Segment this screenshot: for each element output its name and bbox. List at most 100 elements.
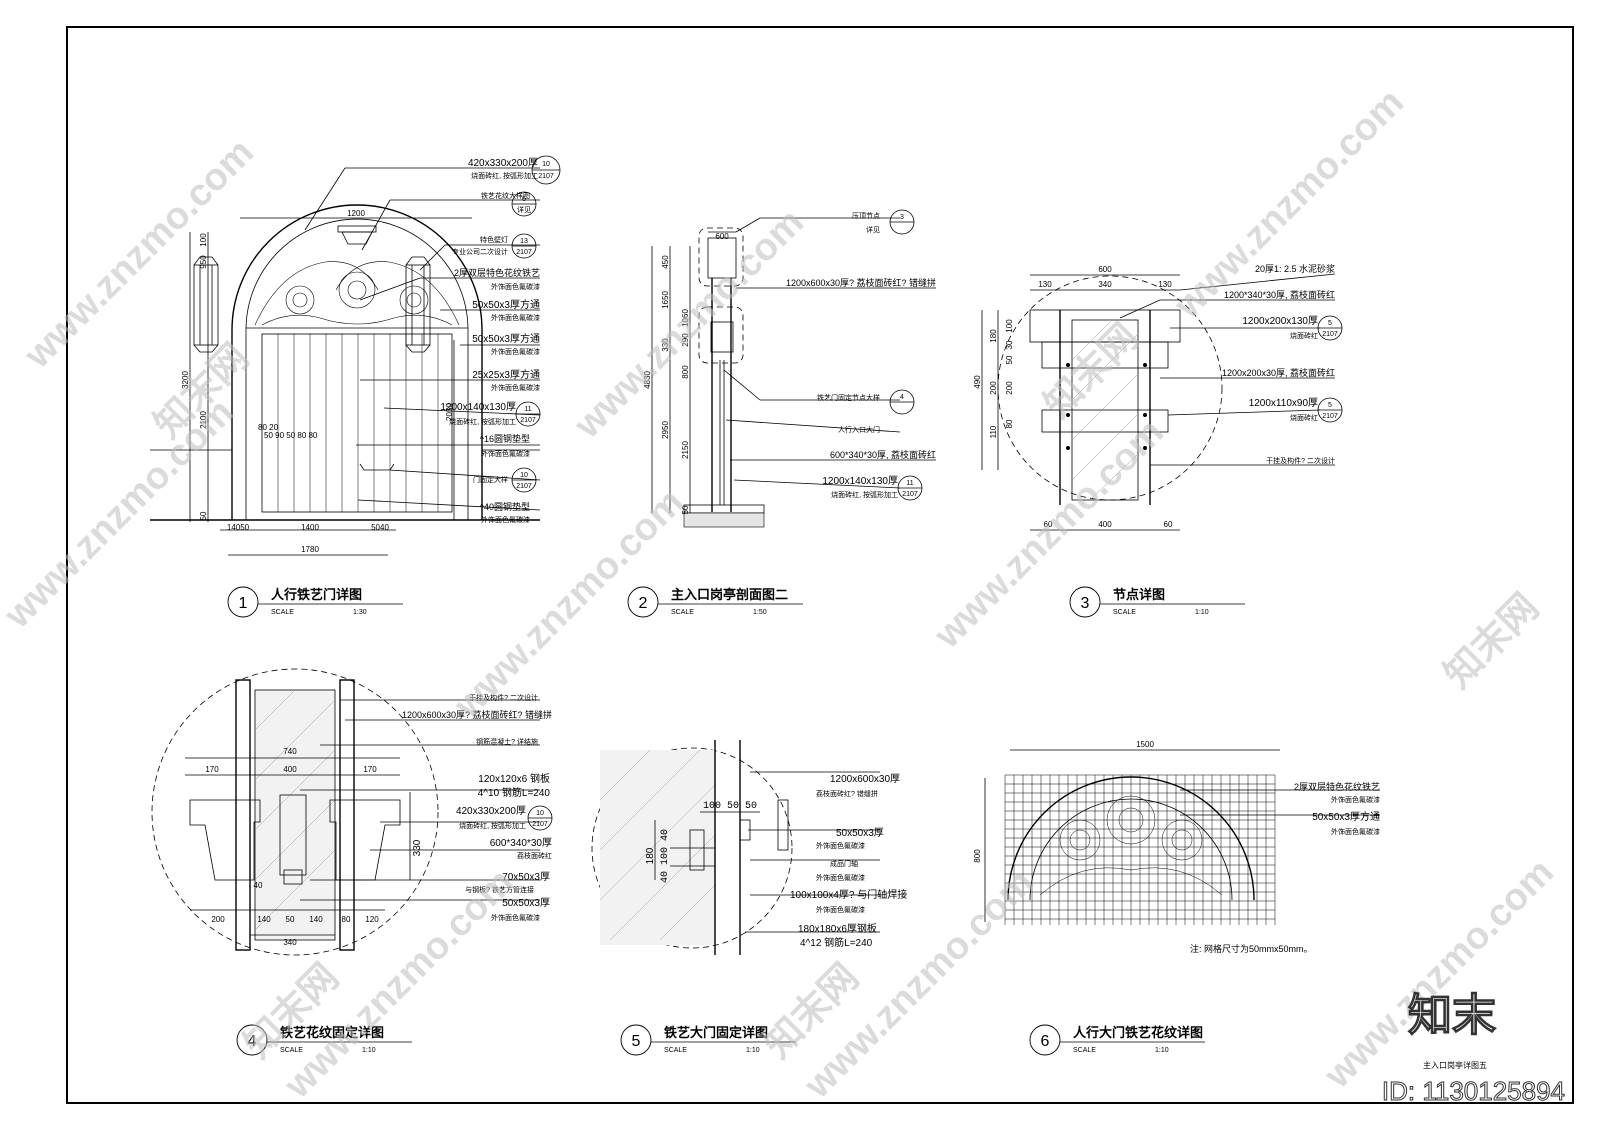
svg-text:4: 4 — [900, 394, 904, 401]
svg-text:知末网: 知末网 — [1437, 586, 1547, 696]
d1-dim-small: 5040 — [371, 523, 389, 532]
scale-value: 1:10 — [362, 1047, 376, 1054]
svg-text:2950: 2950 — [661, 421, 670, 439]
svg-text:13: 13 — [520, 238, 528, 245]
ornament-pattern — [254, 261, 460, 326]
svg-text:330: 330 — [661, 338, 670, 352]
wall-lamp-left — [193, 256, 219, 353]
svg-text:330: 330 — [412, 839, 423, 856]
scale-value: 1:10 — [1155, 1047, 1169, 1054]
scale-label: SCALE — [1073, 1047, 1096, 1054]
svg-text:40 100 40: 40 100 40 — [660, 829, 671, 883]
svg-text:200: 200 — [211, 915, 225, 924]
svg-text:400: 400 — [1098, 520, 1112, 529]
svg-text:2107: 2107 — [520, 417, 536, 424]
svg-text:200: 200 — [989, 381, 998, 395]
svg-text:100: 100 — [1005, 319, 1014, 333]
svg-text:600*340*30厚, 荔枝面砖红: 600*340*30厚, 荔枝面砖红 — [830, 449, 936, 460]
svg-text:600*340*30厚: 600*340*30厚 — [490, 837, 552, 849]
detail-4-fixing: 740 170 400 170 330 40 200 140 50 140 80… — [151, 668, 540, 956]
svg-text:外饰面色氟碳漆: 外饰面色氟碳漆 — [1331, 795, 1380, 804]
detail-number: 1 — [239, 595, 248, 612]
svg-text:2厚双层特色花纹铁艺: 2厚双层特色花纹铁艺 — [1294, 781, 1380, 792]
svg-text:40: 40 — [254, 881, 263, 890]
svg-text:10: 10 — [520, 472, 528, 479]
svg-text:11: 11 — [524, 406, 531, 413]
svg-text:烧面砖红, 按弧形加工: 烧面砖红, 按弧形加工 — [831, 490, 898, 499]
detail-title: 铁艺大门固定详图 — [663, 1025, 768, 1040]
svg-text:压顶节点: 压顶节点 — [852, 212, 880, 220]
svg-text:1200x600x30厚: 1200x600x30厚 — [830, 773, 900, 785]
svg-text:140: 140 — [309, 915, 323, 924]
svg-text:10: 10 — [536, 810, 544, 817]
svg-text:800: 800 — [681, 365, 690, 379]
svg-text:170: 170 — [363, 765, 377, 774]
d1-dim-50: 50 — [199, 511, 208, 520]
detail-title: 人行铁艺门详图 — [271, 587, 362, 602]
svg-text:4^10 钢筋L=240: 4^10 钢筋L=240 — [478, 786, 551, 799]
d5-notes: 1200x600x30厚 荔枝面砖红? 错缝拼 50x50x3厚 外饰面色氟碳漆… — [790, 773, 907, 949]
svg-text:420x330x200厚: 420x330x200厚 — [468, 157, 538, 169]
svg-text:^16圆钢垫型: ^16圆钢垫型 — [480, 433, 530, 444]
svg-text:门固定大样: 门固定大样 — [473, 475, 508, 484]
svg-text:外饰面色氟碳漆: 外饰面色氟碳漆 — [491, 347, 540, 356]
svg-text:120x120x6 钢板: 120x120x6 钢板 — [478, 772, 550, 785]
svg-text:400: 400 — [283, 765, 297, 774]
svg-text:外饰面色氟碳漆: 外饰面色氟碳漆 — [1331, 827, 1380, 836]
detail-title: 铁艺花纹固定详图 — [279, 1025, 384, 1040]
svg-text:钢筋混凝土? 详结施: 钢筋混凝土? 详结施 — [476, 737, 538, 746]
detail-number: 5 — [632, 1033, 641, 1050]
detail-6-grid-pattern: 1500 800 2厚双层特色花纹铁艺 外饰面色氟碳漆 50x50x3厚方通 外… — [973, 740, 1380, 954]
svg-text:600: 600 — [715, 232, 729, 241]
svg-text:烧面砖红: 烧面砖红 — [1290, 331, 1318, 340]
detail-number-circle — [1029, 1024, 1061, 1056]
svg-text:^40圆钢垫型: ^40圆钢垫型 — [480, 501, 530, 512]
svg-text:4^12 钢筋L=240: 4^12 钢筋L=240 — [800, 936, 873, 949]
svg-text:50x50x3厚方通: 50x50x3厚方通 — [472, 332, 540, 345]
svg-text:800: 800 — [973, 849, 982, 863]
svg-text:外饰面色氟碳漆: 外饰面色氟碳漆 — [481, 449, 530, 458]
svg-text:1500: 1500 — [1136, 740, 1154, 749]
svg-text:50x50x3厚: 50x50x3厚 — [836, 827, 884, 839]
svg-text:1060: 1060 — [681, 309, 690, 327]
svg-text:180x180x6厚钢板: 180x180x6厚钢板 — [798, 922, 877, 935]
svg-text:170: 170 — [205, 765, 219, 774]
svg-text:外饰面色氟碳漆: 外饰面色氟碳漆 — [816, 873, 865, 882]
svg-text:1200x140x130厚: 1200x140x130厚 — [822, 475, 898, 487]
svg-text:烧面砖红: 烧面砖红 — [1290, 413, 1318, 422]
d2-notes: 压顶节点 详见 3 1200x600x30厚? 荔枝面砖红? 错缝拼 铁艺门固定… — [786, 209, 936, 501]
svg-text:铁艺门固定节点大样: 铁艺门固定节点大样 — [817, 393, 880, 402]
svg-text:与钢板? 铁艺方管连接: 与钢板? 铁艺方管连接 — [465, 885, 534, 894]
svg-text:70x50x3厚: 70x50x3厚 — [502, 871, 550, 883]
svg-text:110: 110 — [989, 425, 998, 438]
svg-text:80: 80 — [1005, 419, 1014, 428]
svg-text:1200x200x130厚: 1200x200x130厚 — [1242, 315, 1318, 327]
svg-text:2107: 2107 — [532, 821, 548, 828]
svg-text:600: 600 — [1098, 265, 1112, 274]
svg-text:11: 11 — [906, 480, 913, 487]
svg-text:外饰面色氟碳漆: 外饰面色氟碳漆 — [491, 313, 540, 322]
svg-text:1200x200x30厚, 荔枝面砖红: 1200x200x30厚, 荔枝面砖红 — [1222, 367, 1335, 378]
d1-dim-h1: 3200 — [181, 371, 190, 389]
d1-dim-h2: 2100 — [199, 411, 208, 429]
svg-text:外饰面色氟碳漆: 外饰面色氟碳漆 — [491, 383, 540, 392]
svg-text:50: 50 — [681, 505, 690, 514]
detail-number-circle — [1069, 586, 1101, 618]
detail-title: 人行大门铁艺花纹详图 — [1073, 1025, 1203, 1040]
svg-text:100 50 50: 100 50 50 — [703, 801, 757, 812]
svg-text:www.znzmo.com: www.znzmo.com — [566, 201, 812, 447]
scale-value: 1:50 — [753, 609, 767, 616]
sheet-border — [66, 26, 1574, 1104]
scale-label: SCALE — [671, 609, 694, 616]
d1-dim-950: 950 — [199, 255, 208, 269]
svg-text:荔枝面砖红: 荔枝面砖红 — [517, 851, 552, 860]
grid-note: 注: 网格尺寸为50mmx50mm。 — [1190, 943, 1313, 954]
svg-text:1200x140x130厚: 1200x140x130厚 — [440, 401, 516, 413]
svg-text:6: 6 — [522, 196, 526, 203]
svg-text:450: 450 — [661, 255, 670, 269]
svg-text:外饰面色氟碳漆: 外饰面色氟碳漆 — [481, 515, 530, 524]
detail-number: 4 — [248, 1033, 257, 1050]
svg-text:30: 30 — [1005, 340, 1014, 349]
